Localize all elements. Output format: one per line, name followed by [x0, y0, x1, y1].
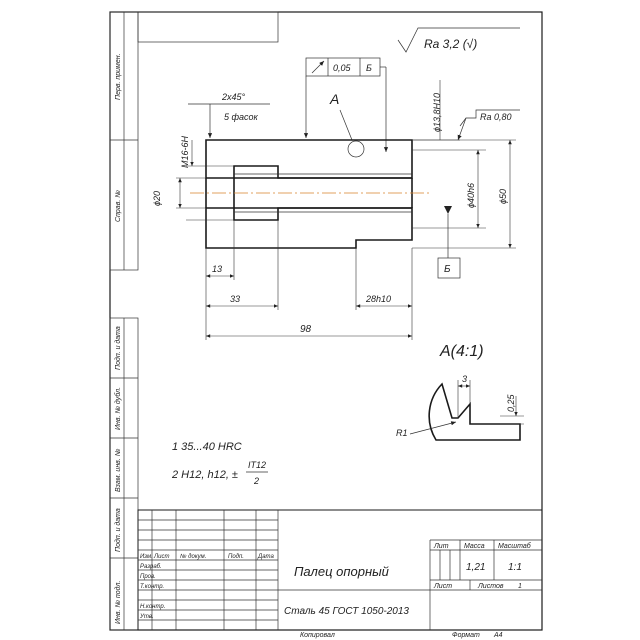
svg-text:Лит: Лит: [433, 543, 449, 550]
svg-text:Н.контр.: Н.контр.: [140, 604, 165, 610]
material: Сталь 45 ГОСТ 1050-2013: [284, 606, 409, 617]
svg-text:Утв.: Утв.: [139, 614, 154, 620]
title-block: Изм. Лист № докум. Подп. Дата Разраб. Пр…: [137, 509, 543, 631]
svg-text:№ докум.: № докум.: [180, 553, 206, 560]
svg-text:IT12: IT12: [248, 460, 266, 470]
svg-text:ϕ50: ϕ50: [498, 189, 508, 204]
ra-local: Ra 0,80: [457, 109, 520, 141]
hole-dimension: ϕ13,8H10: [412, 80, 460, 141]
side-label-4: Инв. № дубл.: [114, 387, 122, 430]
svg-text:28h10: 28h10: [365, 294, 391, 304]
runout-arrow-icon: [311, 60, 325, 74]
detail-title: A(4:1): [439, 343, 484, 360]
svg-text:Лист: Лист: [433, 583, 452, 590]
format-value: А4: [493, 632, 503, 639]
detail-circle: [347, 140, 365, 158]
top-left-label-box: [137, 11, 279, 43]
datum-b: Б: [437, 206, 461, 279]
svg-text:13: 13: [212, 264, 222, 274]
length-dimensions: 13 33 28h10 98: [205, 220, 413, 340]
side-label-2: Справ. №: [115, 190, 122, 222]
svg-text:R1: R1: [396, 428, 408, 438]
svg-text:2 H12, h12, ±: 2 H12, h12, ±: [171, 469, 238, 481]
svg-text:Ra 0,80: Ra 0,80: [480, 112, 512, 122]
svg-text:1: 1: [518, 583, 522, 590]
svg-text:1,21: 1,21: [466, 562, 485, 573]
svg-text:2: 2: [253, 476, 259, 486]
side-label-5: Взам. инв. №: [115, 448, 122, 492]
svg-text:Лист: Лист: [153, 554, 169, 560]
svg-text:0,05: 0,05: [333, 63, 352, 73]
part-name: Палец опорный: [294, 564, 389, 579]
svg-text:3: 3: [462, 374, 467, 384]
outer-dimension: ϕ50: [412, 139, 516, 249]
bore-dimension: ϕ20: [152, 177, 206, 209]
detail-view: 3 0,25 R1: [396, 374, 524, 441]
side-label-7: Инв. № подл.: [114, 581, 122, 624]
svg-text:Б: Б: [366, 63, 372, 73]
svg-text:0,25: 0,25: [506, 393, 516, 412]
svg-text:98: 98: [300, 324, 312, 335]
svg-text:Т.контр.: Т.контр.: [140, 584, 164, 590]
svg-text:5 фасок: 5 фасок: [224, 112, 259, 122]
copied-label: Копировал: [300, 632, 335, 639]
tolerance-frame: 0,05 Б: [303, 57, 389, 152]
side-label-6: Подп. и дата: [114, 508, 122, 552]
part-section: [190, 139, 430, 249]
svg-text:ϕ13,8H10: ϕ13,8H10: [432, 93, 442, 132]
chamfer-callout: 2x45° 5 фасок: [188, 92, 270, 138]
technical-notes: 1 35...40 HRC 2 H12, h12, ± IT12 2: [171, 441, 268, 486]
roughness-symbol: Ra 3,2 (√): [397, 27, 520, 53]
thread-dimension: M16-6H: [180, 135, 234, 221]
svg-text:1 35...40 HRC: 1 35...40 HRC: [172, 441, 242, 453]
svg-text:Дата: Дата: [257, 554, 274, 560]
svg-text:33: 33: [230, 294, 240, 304]
svg-text:ϕ40h6: ϕ40h6: [466, 183, 476, 208]
svg-text:Изм.: Изм.: [140, 554, 153, 560]
sheet-frame: [109, 11, 543, 631]
svg-text:Пров.: Пров.: [140, 574, 156, 580]
svg-text:Подп.: Подп.: [228, 554, 244, 560]
shaft-dimension: ϕ40h6: [412, 149, 486, 229]
svg-text:ϕ20: ϕ20: [152, 191, 162, 206]
side-strip: Перв. примен. Справ. № Подп. и дата Инв.…: [109, 11, 139, 631]
view-label-a: A: [329, 91, 339, 107]
format-label: Формат: [452, 632, 480, 639]
svg-text:1:1: 1:1: [508, 562, 522, 573]
svg-text:Разраб.: Разраб.: [140, 564, 162, 570]
svg-text:2x45°: 2x45°: [221, 92, 246, 102]
svg-text:Ra 3,2 (√): Ra 3,2 (√): [424, 37, 477, 51]
side-label-1: Перв. примен.: [115, 53, 122, 100]
svg-text:Масштаб: Масштаб: [498, 542, 532, 550]
svg-text:Б: Б: [444, 264, 451, 275]
side-label-3: Подп. и дата: [114, 326, 122, 370]
svg-text:M16-6H: M16-6H: [180, 135, 190, 168]
svg-text:Листов: Листов: [477, 583, 504, 590]
svg-text:Масса: Масса: [464, 543, 485, 550]
